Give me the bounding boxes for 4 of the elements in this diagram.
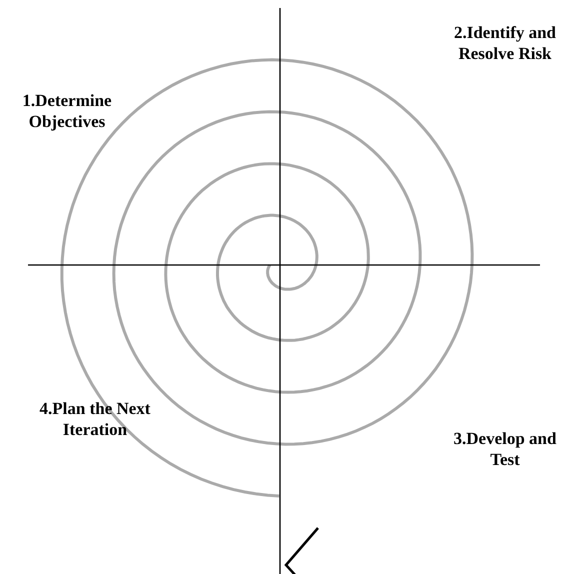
quadrant-label: 3.Develop and Test xyxy=(452,428,558,470)
quadrant-label: 1.Determine Objectives xyxy=(21,90,113,132)
quadrant-label: 2.Identify and Resolve Risk xyxy=(452,22,558,64)
quadrant-label: 4.Plan the Next Iteration xyxy=(38,398,152,440)
